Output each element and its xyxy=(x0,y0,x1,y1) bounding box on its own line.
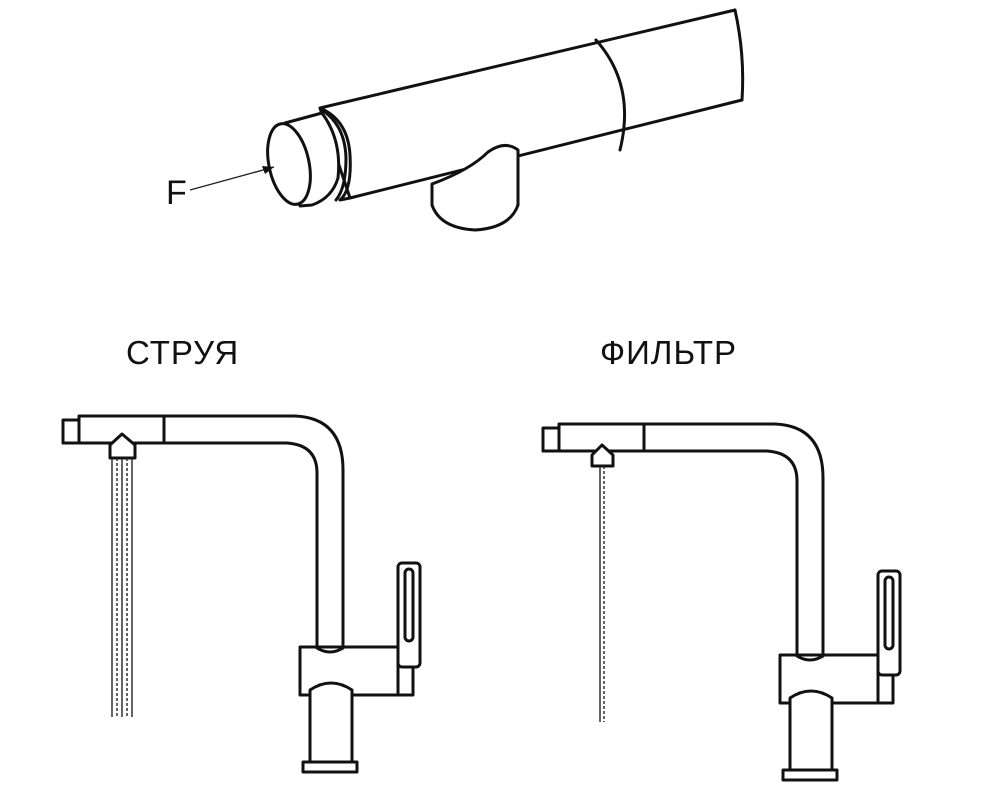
spout-band xyxy=(594,38,626,152)
faucet-stream-mode xyxy=(61,414,422,774)
spout-tube-bottom-edge xyxy=(348,98,744,200)
ring xyxy=(318,106,352,202)
water-stream-jet xyxy=(111,458,133,717)
nozzle xyxy=(108,432,137,460)
spout-head-detail xyxy=(189,8,745,232)
nozzle xyxy=(590,443,615,468)
force-arrow-line xyxy=(189,166,275,191)
force-arrow-head xyxy=(262,166,274,174)
stream-mode-label: СТРУЯ xyxy=(126,334,240,371)
spout-tube-end xyxy=(733,8,745,102)
filter-mode-label: ФИЛЬТР xyxy=(600,334,737,371)
spout-tube-top-edge xyxy=(318,8,737,110)
outlet-nozzle xyxy=(430,204,520,232)
water-stream-filter xyxy=(599,466,605,722)
force-label: F xyxy=(166,174,188,212)
faucet-filter-mode xyxy=(541,422,902,782)
